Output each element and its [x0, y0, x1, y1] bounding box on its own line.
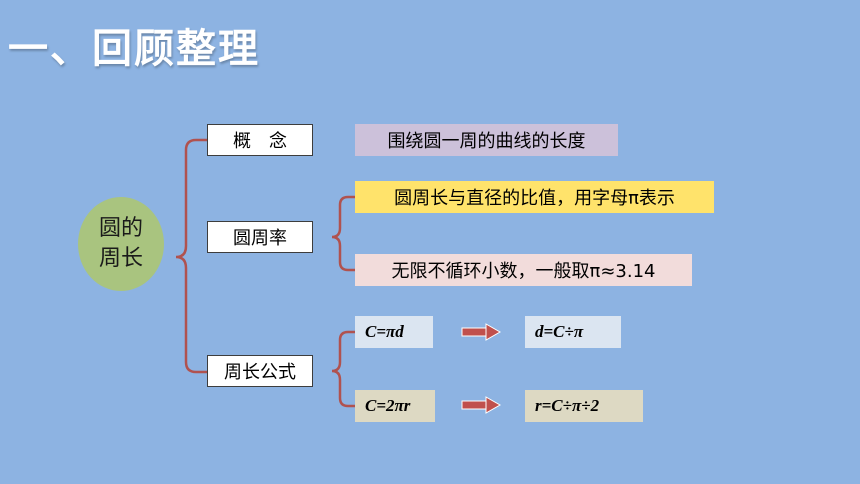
category-formula: 周长公式 — [207, 355, 313, 387]
arrow-icon — [461, 323, 502, 341]
pi-bracket — [331, 195, 355, 272]
pi-ratio-definition: 圆周长与直径的比值，用字母π表示 — [355, 181, 714, 213]
pi-value-description: 无限不循环小数，一般取π≈3.14 — [355, 254, 692, 286]
center-topic-line1: 圆的 — [98, 216, 143, 241]
formula-circumference-radius: C=2πr — [355, 390, 435, 422]
arrow-icon — [461, 396, 502, 414]
category-pi: 圆周率 — [207, 221, 313, 253]
main-bracket — [175, 138, 207, 374]
formula-radius: r=C÷π÷2 — [525, 390, 643, 422]
formula-diameter: d=C÷π — [525, 316, 621, 348]
page-title: 一、回顾整理 — [8, 26, 260, 72]
formula-circumference-diameter: C=πd — [355, 316, 433, 348]
center-topic-line2: 周长 — [98, 246, 143, 271]
concept-definition: 围绕圆一周的曲线的长度 — [355, 124, 618, 156]
formula-bracket — [331, 330, 355, 408]
center-topic: 圆的 周长 — [78, 197, 164, 291]
category-concept: 概 念 — [207, 124, 313, 156]
